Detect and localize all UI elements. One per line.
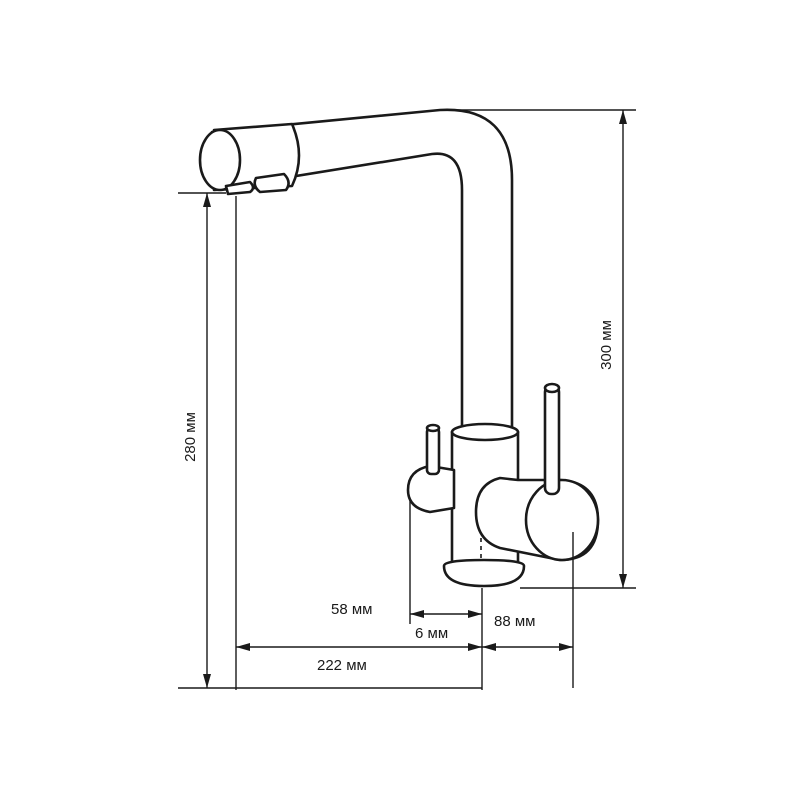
- label-lever-depth: 88 мм: [494, 613, 535, 630]
- label-reach: 222 мм: [317, 657, 367, 674]
- label-height-spout: 280 мм: [182, 412, 199, 462]
- dimension-lines: [178, 109, 636, 690]
- label-height-total: 300 мм: [598, 320, 615, 370]
- base-collar: [442, 558, 526, 588]
- faucet-body: [198, 108, 600, 588]
- left-lever-cap: [425, 423, 441, 433]
- label-offset: 6 мм: [415, 625, 448, 642]
- label-base-to-lever: 58 мм: [331, 601, 372, 618]
- left-handle-body: [406, 464, 456, 514]
- body-column-top: [450, 422, 520, 442]
- right-lever-cap: [543, 382, 561, 394]
- outlet-left: [224, 180, 255, 196]
- left-lever: [425, 426, 441, 476]
- right-lever: [543, 384, 561, 496]
- spout-nozzle: [198, 128, 242, 192]
- right-handle-face: [524, 478, 600, 562]
- outlet-right: [253, 172, 290, 194]
